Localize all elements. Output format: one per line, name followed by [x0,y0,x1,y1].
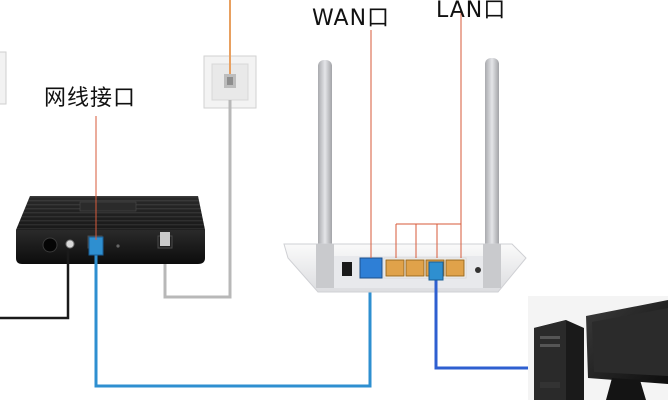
router [283,58,527,293]
left-edge-fragment [0,51,7,105]
lan-ports [383,257,467,279]
computer [528,296,668,400]
power-cable [0,250,70,320]
wan-port-label: WAN口 [312,6,391,31]
lan-leader [395,12,462,258]
ethernet-cable-lan [428,261,534,370]
wan-port [359,257,383,279]
phone-cable [163,100,232,299]
lan-port-label: LAN口 [436,0,507,23]
network-port-label: 网线接口 [44,86,137,111]
modem [16,196,205,264]
